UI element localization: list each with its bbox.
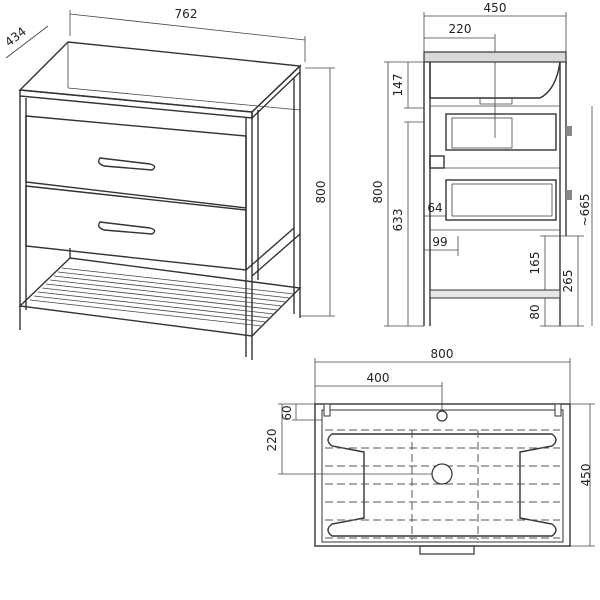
drawer-lower	[25, 185, 247, 271]
top-basin-rim	[321, 409, 564, 543]
vanity-top	[18, 41, 302, 113]
side-bracket-width-label: 64	[427, 201, 442, 215]
side-countertop	[423, 51, 567, 63]
side-shelf-height-label: 265	[561, 270, 575, 293]
side-shelf-floor-label: 80	[528, 304, 542, 319]
top-basin-bowl	[327, 433, 557, 537]
side-view: 450 220 800	[371, 1, 593, 327]
side-drawer-upper	[445, 113, 557, 151]
side-top-height-label: 147	[391, 74, 405, 97]
side-total-height-label: 800	[371, 181, 385, 204]
drawer-handle-lower	[97, 221, 156, 235]
top-front-handle	[419, 545, 475, 555]
side-shelf-gap-label: 165	[528, 252, 542, 275]
drawer-upper	[25, 115, 247, 209]
side-handle-lower	[566, 190, 572, 200]
isometric-view: 762 434	[2, 7, 335, 360]
top-depth-label: 450	[579, 464, 593, 487]
side-max-height-label: ~665	[578, 194, 592, 227]
side-basin-offset-label: 220	[449, 22, 472, 36]
wall-bracket	[429, 155, 445, 169]
drawer-handle-upper	[97, 157, 156, 171]
side-drawer-height-label: 633	[391, 209, 405, 232]
side-depth-label: 450	[484, 1, 507, 15]
side-leg-offset-label: 99	[432, 235, 447, 249]
drain-hole	[431, 463, 453, 485]
side-handle-upper	[566, 126, 572, 136]
depth-dim-label: 434	[2, 24, 29, 49]
tap-hole	[436, 410, 448, 422]
height-dim-label: 800	[314, 181, 328, 204]
top-width-label: 800	[431, 347, 454, 361]
side-shelf	[429, 289, 561, 299]
top-half-width-label: 400	[367, 371, 390, 385]
top-tap-offset-label: 60	[280, 405, 294, 420]
width-dim-label: 762	[175, 7, 198, 21]
side-basin	[429, 61, 561, 99]
top-view: 800 400 60 220	[265, 347, 595, 555]
lower-shelf	[18, 248, 302, 337]
top-drain-offset-label: 220	[265, 429, 279, 452]
side-drawer-lower	[445, 179, 557, 221]
